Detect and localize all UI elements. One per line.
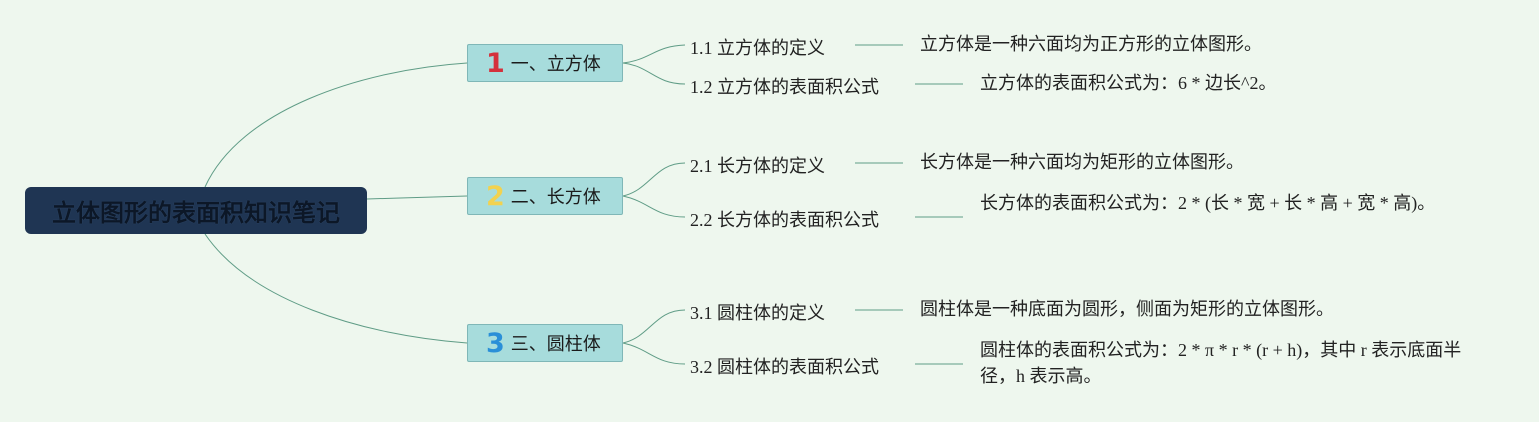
note-3-1[interactable]: 圆柱体是一种底面为圆形，侧面为矩形的立体图形。 <box>920 299 1334 319</box>
root-to-branch-2 <box>366 195 468 200</box>
number-badge-2: 2 <box>486 180 505 212</box>
number-badge-1: 1 <box>486 47 505 79</box>
root-to-branch-1 <box>204 62 468 188</box>
branch-node-1[interactable]: 1 一、立方体 <box>467 44 623 82</box>
note-3-2[interactable]: 圆柱体的表面积公式为：2 * π * r * (r + h)，其中 r 表示底面… <box>980 340 1462 386</box>
root-to-branch-3 <box>204 233 468 344</box>
root-node[interactable]: 立体图形的表面积知识笔记 <box>25 187 367 234</box>
branch-3-to-topic-1 <box>622 309 686 344</box>
branch-node-2[interactable]: 2 二、长方体 <box>467 177 623 215</box>
topic-2-1[interactable]: 2.1 长方体的定义 <box>690 156 825 176</box>
branch-label-1: 一、立方体 <box>510 54 601 75</box>
branch-2-to-topic-1 <box>622 162 686 197</box>
topic-1-2[interactable]: 1.2 立方体的表面积公式 <box>690 77 879 97</box>
note-1-1[interactable]: 立方体是一种六面均为正方形的立体图形。 <box>920 34 1262 54</box>
note-2-2[interactable]: 长方体的表面积公式为：2 * (长 * 宽 + 长 * 高 + 宽 * 高)。 <box>980 193 1436 213</box>
branch-label-2: 二、长方体 <box>510 187 601 208</box>
root-title: 立体图形的表面积知识笔记 <box>52 199 340 227</box>
branch-2-to-topic-2 <box>622 195 686 218</box>
topic-2-2[interactable]: 2.2 长方体的表面积公式 <box>690 210 879 230</box>
number-badge-3: 3 <box>486 327 505 359</box>
topic-1-1[interactable]: 1.1 立方体的定义 <box>690 38 825 58</box>
branch-1-to-topic-2 <box>622 62 686 85</box>
branch-3-to-topic-2 <box>622 342 686 365</box>
branch-1-to-topic-1 <box>622 44 686 64</box>
topic-3-2[interactable]: 3.2 圆柱体的表面积公式 <box>690 357 879 377</box>
note-2-1[interactable]: 长方体是一种六面均为矩形的立体图形。 <box>920 152 1244 172</box>
note-1-2[interactable]: 立方体的表面积公式为：6 * 边长^2。 <box>980 73 1277 93</box>
branch-label-3: 三、圆柱体 <box>510 334 601 355</box>
branch-node-3[interactable]: 3 三、圆柱体 <box>467 324 623 362</box>
topic-3-1[interactable]: 3.1 圆柱体的定义 <box>690 303 825 323</box>
